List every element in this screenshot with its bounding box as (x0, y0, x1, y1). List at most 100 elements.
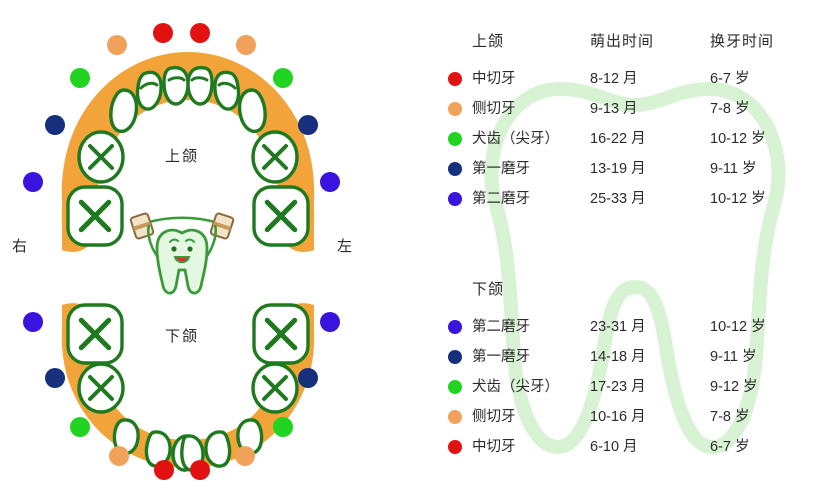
upper-jaw-group (23, 23, 340, 252)
table-row: 中切牙 6-10 月 6-7 岁 (440, 432, 830, 462)
tooth-name: 第一磨牙 (472, 349, 530, 365)
legend-tables: 上颌 萌出时间 换牙时间 中切牙 8-12 月 6-7 岁 侧切牙 9-13 月… (440, 0, 830, 500)
dot-upper-canine-left (273, 68, 293, 88)
dot-lower-first-molar-right (45, 368, 65, 388)
tooth-name: 犬齿（尖牙） (472, 379, 559, 395)
header-upper-jaw: 上颌 (472, 33, 505, 50)
dot-upper-first-molar-left (298, 115, 318, 135)
replacement-time: 10-12 岁 (710, 319, 766, 335)
upper-jaw-label: 上颌 (165, 148, 200, 165)
barbell-bar (145, 216, 219, 225)
dot-upper-central-incisor-left (190, 23, 210, 43)
tooth-name: 犬齿（尖牙） (472, 131, 559, 147)
left-side-label: 左 (337, 238, 353, 255)
dot-upper-second-molar-left (320, 172, 340, 192)
table-row: 第二磨牙 23-31 月 10-12 岁 (440, 312, 830, 342)
upper-canine-right (109, 88, 139, 134)
legend-dot (448, 192, 462, 206)
eruption-time: 9-13 月 (590, 101, 638, 117)
lower-jaw-label: 下颌 (165, 328, 200, 345)
arch-svg (23, 23, 340, 480)
replacement-time: 6-7 岁 (710, 439, 750, 455)
table-row: 犬齿（尖牙） 17-23 月 9-12 岁 (440, 372, 830, 402)
legend-dot (448, 440, 462, 454)
eruption-time: 16-22 月 (590, 131, 646, 147)
upper-canine-left (237, 88, 267, 134)
tooth-name: 侧切牙 (472, 101, 516, 117)
table-row: 侧切牙 10-16 月 7-8 岁 (440, 402, 830, 432)
upper-second-molar-right (66, 185, 124, 247)
lower-second-molar-left (252, 303, 310, 365)
mascot-eye-left (171, 246, 177, 252)
dot-lower-second-molar-right (23, 312, 43, 332)
mascot-eye-right (187, 246, 193, 252)
dot-upper-lateral-incisor-right (107, 35, 127, 55)
legend-dot (448, 410, 462, 424)
lower-first-molar-left (251, 362, 299, 414)
legend-panel: 上颌 萌出时间 换牙时间 中切牙 8-12 月 6-7 岁 侧切牙 9-13 月… (440, 0, 830, 500)
eruption-time: 10-16 月 (590, 409, 646, 425)
dot-lower-central-incisor-left (190, 460, 210, 480)
barbell-weight-right (209, 212, 235, 240)
dental-arch-diagram: 上颌 下颌 右 左 (12, 23, 353, 480)
upper-central-incisor-left (186, 65, 214, 106)
table-row: 第一磨牙 13-19 月 9-11 岁 (440, 154, 830, 184)
upper-lateral-incisor-right (135, 70, 163, 111)
lower-jaw-group (23, 303, 340, 480)
legend-dot (448, 162, 462, 176)
replacement-time: 6-7 岁 (710, 71, 750, 87)
table-row: 第二磨牙 25-33 月 10-12 岁 (440, 184, 830, 214)
tooth-name: 第二磨牙 (472, 319, 530, 335)
upper-central-incisor-right (162, 65, 190, 106)
dot-lower-canine-right (70, 417, 90, 437)
dot-lower-lateral-incisor-left (235, 446, 255, 466)
table-row: 犬齿（尖牙） 16-22 月 10-12 岁 (440, 124, 830, 154)
replacement-time: 10-12 岁 (710, 191, 766, 207)
eruption-time: 17-23 月 (590, 379, 646, 395)
replacement-time: 9-11 岁 (710, 161, 757, 177)
mascot-mouth (173, 256, 191, 264)
eruption-time: 13-19 月 (590, 161, 646, 177)
smiling-tooth-mascot (129, 212, 235, 295)
upper-lateral-incisor-left (213, 70, 241, 111)
dot-upper-canine-right (70, 68, 90, 88)
lower-second-molar-right (66, 303, 124, 365)
upper-first-molar-right (77, 130, 125, 184)
table-header-row: 上颌 萌出时间 换牙时间 (440, 20, 830, 64)
lower-first-molar-right (77, 362, 125, 414)
replacement-time: 9-11 岁 (710, 349, 757, 365)
legend-dot (448, 320, 462, 334)
dot-upper-second-molar-right (23, 172, 43, 192)
upper-first-molar-left (251, 130, 299, 184)
replacement-time: 7-8 岁 (710, 101, 750, 117)
tooth-name: 第二磨牙 (472, 191, 530, 207)
table-row: 中切牙 8-12 月 6-7 岁 (440, 64, 830, 94)
dot-lower-first-molar-left (298, 368, 318, 388)
legend-dot (448, 72, 462, 86)
eruption-time: 25-33 月 (590, 191, 646, 207)
upper-jaw-table: 上颌 萌出时间 换牙时间 中切牙 8-12 月 6-7 岁 侧切牙 9-13 月… (440, 20, 830, 214)
barbell-weight-left (129, 212, 155, 240)
header-lower-jaw: 下颌 (472, 281, 505, 298)
replacement-time: 7-8 岁 (710, 409, 750, 425)
upper-second-molar-left (252, 185, 310, 247)
dot-lower-central-incisor-right (154, 460, 174, 480)
tooth-name: 侧切牙 (472, 409, 516, 425)
table-row: 侧切牙 9-13 月 7-8 岁 (440, 94, 830, 124)
dot-lower-lateral-incisor-right (109, 446, 129, 466)
eruption-time: 8-12 月 (590, 71, 638, 87)
tooth-name: 中切牙 (472, 439, 516, 455)
replacement-time: 9-12 岁 (710, 379, 758, 395)
eruption-time: 14-18 月 (590, 349, 646, 365)
dot-lower-second-molar-left (320, 312, 340, 332)
dot-upper-first-molar-right (45, 115, 65, 135)
legend-dot (448, 380, 462, 394)
replacement-time: 10-12 岁 (710, 131, 766, 147)
legend-dot (448, 132, 462, 146)
table-header-row: 下颌 (440, 268, 830, 312)
right-side-label: 右 (12, 238, 28, 255)
header-replacement: 换牙时间 (710, 33, 775, 50)
eruption-time: 23-31 月 (590, 319, 646, 335)
tooth-name: 第一磨牙 (472, 161, 530, 177)
